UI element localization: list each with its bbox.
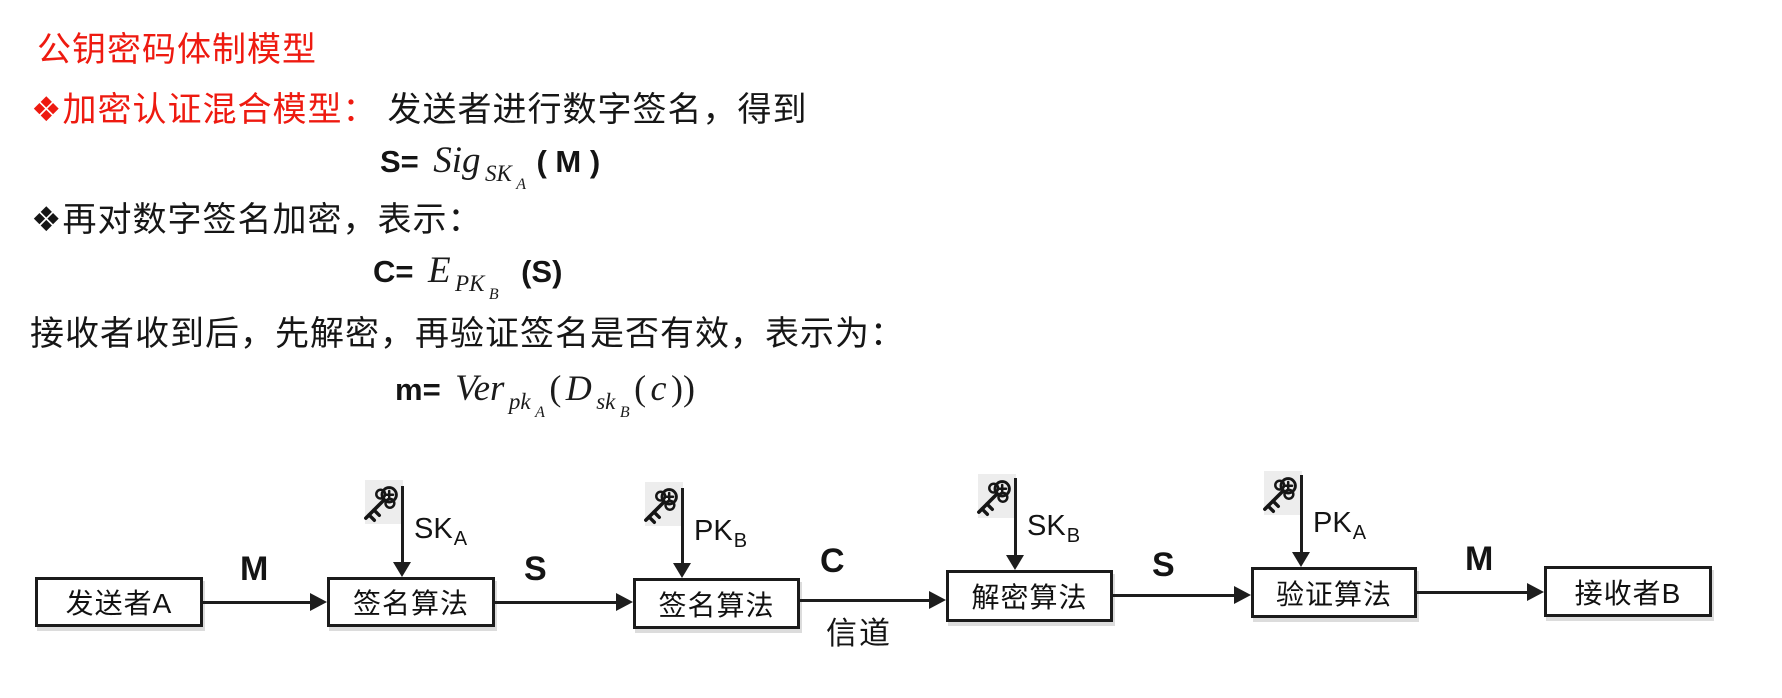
arrow-s1-head xyxy=(616,593,633,611)
bullet1-text: 发送者进行数字签名，得到 xyxy=(387,91,808,129)
formula-encryption: C= E PK B (S) xyxy=(373,249,563,303)
formula-m-sub: pk xyxy=(508,389,531,414)
arrow-m1-head xyxy=(310,593,327,611)
edge-label-s2: S xyxy=(1152,546,1175,584)
formula-c-lhs: C= xyxy=(373,254,414,289)
arrow-c-head xyxy=(929,591,946,609)
formula-m-subsub2: B xyxy=(619,404,630,421)
formula-s-sub: SK xyxy=(484,161,512,186)
flow-box-sign-algorithm-1: 签名算法 xyxy=(327,577,495,627)
key-subscript: B xyxy=(733,530,748,552)
key-base: PK xyxy=(1313,507,1352,539)
key-base: SK xyxy=(1027,510,1066,542)
key-arrow-1-head xyxy=(393,562,411,577)
arrow-s2-line xyxy=(1113,594,1237,597)
key-arrow-2-line xyxy=(681,488,684,564)
formula-c-arg: (S) xyxy=(521,254,563,289)
key-icon xyxy=(356,480,404,528)
formula-s-subsub: A xyxy=(516,176,527,193)
formula-m-func2: D xyxy=(565,368,592,408)
formula-m-var: c xyxy=(650,368,667,408)
paragraph-receiver: 接收者收到后，先解密，再验证签名是否有效，表示为： xyxy=(30,315,905,353)
key-label-pkb: PKB xyxy=(694,515,747,552)
arrow-m1-line xyxy=(203,601,313,604)
key-arrow-3-head xyxy=(1006,555,1024,570)
formula-m-subsub: A xyxy=(535,404,545,421)
formula-m-func: Ver xyxy=(455,368,505,409)
key-label-ska: SKA xyxy=(414,513,467,550)
key-base: SK xyxy=(414,513,453,545)
key-icon xyxy=(636,482,684,530)
edge-label-m1: M xyxy=(240,550,269,588)
key-arrow-4-head xyxy=(1292,552,1310,567)
arrow-s2-head xyxy=(1234,586,1251,604)
key-label-skb: SKB xyxy=(1027,510,1080,547)
channel-label: 信道 xyxy=(826,616,892,651)
bullet-line-1: ❖加密认证混合模型：发送者进行数字签名，得到 xyxy=(31,82,807,131)
formula-signature: S= Sig SK A ( M ) xyxy=(380,139,601,193)
flow-box-label: 接收者B xyxy=(1574,577,1682,609)
bullet-line-2: ❖再对数字签名加密，表示： xyxy=(31,201,483,239)
flow-box-label: 签名算法 xyxy=(658,589,775,621)
formula-m-paren1: ( xyxy=(549,368,562,408)
key-arrow-1-line xyxy=(401,486,404,562)
key-arrow-3-line xyxy=(1014,478,1017,556)
arrow-c-line xyxy=(800,599,932,602)
arrow-m2-head xyxy=(1527,583,1544,601)
edge-label-m2: M xyxy=(1465,540,1494,578)
formula-m-paren2: ( xyxy=(634,368,647,408)
formula-m-paren3: )) xyxy=(670,368,695,408)
flow-box-sender-a: 发送者A xyxy=(35,577,203,627)
flow-box-label: 验证算法 xyxy=(1275,578,1392,610)
formula-c-sub: PK xyxy=(455,271,485,296)
flow-box-label: 解密算法 xyxy=(971,582,1088,613)
flow-box-sign-algorithm-2: 签名算法 xyxy=(633,578,800,629)
formula-s-func: Sig xyxy=(433,140,481,181)
key-arrow-2-head xyxy=(673,563,691,578)
key-subscript: B xyxy=(1066,525,1081,547)
formula-c-subsub: B xyxy=(488,286,499,303)
bullet1-heading: ❖加密认证混合模型： xyxy=(31,91,378,129)
formula-s-arg: ( M ) xyxy=(536,144,601,179)
arrow-m2-line xyxy=(1417,591,1530,594)
flow-box-verify-algorithm: 验证算法 xyxy=(1251,567,1417,618)
edge-label-s1: S xyxy=(524,550,547,588)
formula-s-lhs: S= xyxy=(380,144,419,179)
key-label-pka: PKA xyxy=(1313,507,1366,544)
flow-box-receiver-b: 接收者B xyxy=(1544,566,1712,617)
key-subscript: A xyxy=(453,528,468,550)
formula-m-sub2: sk xyxy=(596,389,616,414)
arrow-s1-line xyxy=(495,601,619,604)
formula-c-func: E xyxy=(427,250,451,291)
page-title: 公钥密码体制模型 xyxy=(37,31,317,69)
key-base: PK xyxy=(694,515,733,547)
key-subscript: A xyxy=(1352,522,1367,544)
key-icon xyxy=(1255,471,1303,519)
edge-label-c: C xyxy=(820,542,845,580)
key-icon xyxy=(969,474,1017,522)
formula-m-lhs: m= xyxy=(395,372,441,407)
formula-verification: m= Ver pk A ( D sk B ( c )) xyxy=(395,367,695,421)
key-arrow-4-line xyxy=(1300,475,1303,553)
flow-box-label: 发送者A xyxy=(65,588,173,619)
flow-box-label: 签名算法 xyxy=(352,588,469,619)
flow-box-decrypt-algorithm: 解密算法 xyxy=(946,570,1113,622)
